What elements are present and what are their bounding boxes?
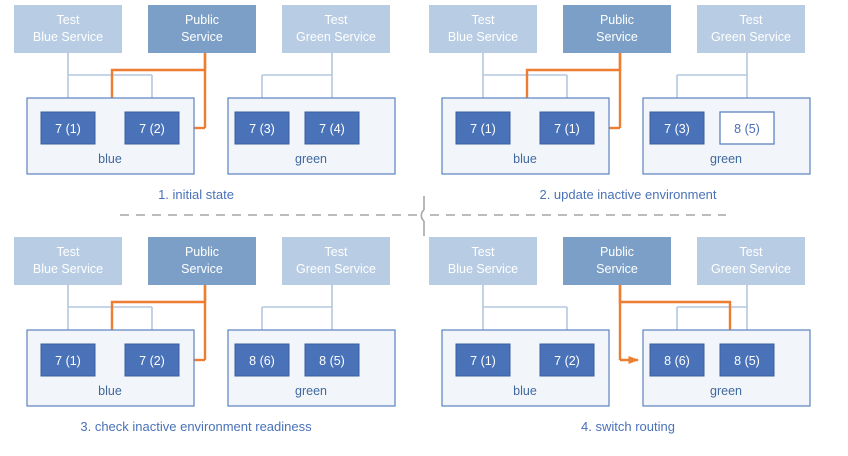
panel-1: Test Blue Service Public Service Test Gr…	[14, 5, 396, 202]
node-label-green-2: 8 (5)	[734, 122, 760, 136]
node-label-green-2: 8 (5)	[734, 354, 760, 368]
panel-1-caption: 1. initial state	[158, 187, 234, 202]
panel-3: Test Blue Service Public Service Test Gr…	[14, 237, 396, 434]
node-label-blue-2: 7 (1)	[554, 122, 580, 136]
service-test-green-line1: Test	[325, 245, 348, 259]
service-box-test-green[interactable]	[282, 5, 390, 53]
node-label-blue-1: 7 (1)	[470, 122, 496, 136]
service-box-public[interactable]	[148, 237, 256, 285]
service-box-public[interactable]	[563, 237, 671, 285]
node-label-green-2: 7 (4)	[319, 122, 345, 136]
connector-testblue-to-node2	[67, 53, 153, 100]
service-box-public[interactable]	[148, 5, 256, 53]
env-label-green: green	[710, 152, 742, 166]
node-box-blue-1[interactable]	[455, 111, 511, 145]
separator-line-hop	[420, 209, 425, 222]
service-public-line2: Service	[181, 30, 223, 44]
env-label-green: green	[710, 384, 742, 398]
node-box-green-1[interactable]	[649, 343, 705, 377]
node-box-blue-1[interactable]	[40, 343, 96, 377]
node-box-blue-1[interactable]	[455, 343, 511, 377]
service-test-green-line2: Green Service	[296, 262, 376, 276]
service-public-line2: Service	[596, 30, 638, 44]
node-label-blue-1: 7 (1)	[470, 354, 496, 368]
env-label-blue: blue	[98, 384, 122, 398]
panel-separators	[120, 196, 726, 236]
node-label-green-1: 8 (6)	[249, 354, 275, 368]
service-test-green-line1: Test	[740, 13, 763, 27]
service-public-line2: Service	[181, 262, 223, 276]
panel-4: Test Blue Service Public Service Test Gr…	[429, 237, 811, 434]
panel-2-test-connectors	[478, 53, 751, 113]
service-test-green-line1: Test	[325, 13, 348, 27]
panel-2: Test Blue Service Public Service Test Gr…	[429, 5, 811, 202]
service-box-test-green[interactable]	[282, 237, 390, 285]
service-test-blue-line1: Test	[472, 245, 495, 259]
node-box-green-2[interactable]	[719, 343, 775, 377]
service-box-test-blue[interactable]	[429, 237, 537, 285]
panel-3-caption: 3. check inactive environment readiness	[80, 419, 312, 434]
service-test-blue-line2: Blue Service	[33, 262, 103, 276]
connector-testblue-to-node2	[482, 53, 568, 100]
node-label-green-2: 8 (5)	[319, 354, 345, 368]
service-test-blue-line1: Test	[57, 13, 80, 27]
service-box-public[interactable]	[563, 5, 671, 53]
node-box-green-2[interactable]	[304, 343, 360, 377]
node-box-blue-2[interactable]	[539, 111, 595, 145]
env-label-blue: blue	[98, 152, 122, 166]
node-box-green-1[interactable]	[234, 111, 290, 145]
node-label-blue-1: 7 (1)	[55, 122, 81, 136]
env-label-green: green	[295, 384, 327, 398]
service-test-blue-line2: Blue Service	[33, 30, 103, 44]
node-label-blue-2: 7 (2)	[139, 122, 165, 136]
connector-testgreen-to-node3	[676, 53, 748, 100]
service-test-blue-line2: Blue Service	[448, 30, 518, 44]
service-box-test-blue[interactable]	[14, 5, 122, 53]
node-label-green-1: 7 (3)	[664, 122, 690, 136]
node-box-blue-2[interactable]	[539, 343, 595, 377]
connector-testblue-to-node2	[482, 285, 568, 332]
service-test-blue-line1: Test	[472, 13, 495, 27]
service-test-green-line2: Green Service	[711, 262, 791, 276]
service-public-line1: Public	[185, 13, 219, 27]
service-box-test-green[interactable]	[697, 237, 805, 285]
node-box-green-1[interactable]	[234, 343, 290, 377]
service-public-line2: Service	[596, 262, 638, 276]
node-label-blue-2: 7 (2)	[139, 354, 165, 368]
service-test-blue-line1: Test	[57, 245, 80, 259]
connector-testgreen-to-node3	[261, 285, 333, 332]
service-public-line1: Public	[600, 245, 634, 259]
node-label-green-1: 7 (3)	[249, 122, 275, 136]
env-label-blue: blue	[513, 384, 537, 398]
node-label-blue-1: 7 (1)	[55, 354, 81, 368]
service-test-green-line2: Green Service	[711, 30, 791, 44]
node-box-blue-1[interactable]	[40, 111, 96, 145]
connector-testblue-to-node2	[67, 285, 153, 332]
panel-2-caption: 2. update inactive environment	[539, 187, 716, 202]
service-box-test-blue[interactable]	[14, 237, 122, 285]
node-box-green-2[interactable]	[719, 111, 775, 145]
connector-testgreen-to-node3	[261, 53, 333, 100]
env-label-blue: blue	[513, 152, 537, 166]
node-box-blue-2[interactable]	[124, 343, 180, 377]
node-label-blue-2: 7 (2)	[554, 354, 580, 368]
service-box-test-green[interactable]	[697, 5, 805, 53]
connector-testgreen-to-node3	[676, 285, 748, 332]
node-label-green-1: 8 (6)	[664, 354, 690, 368]
service-test-blue-line2: Blue Service	[448, 262, 518, 276]
service-test-green-line1: Test	[740, 245, 763, 259]
node-box-green-2[interactable]	[304, 111, 360, 145]
node-box-blue-2[interactable]	[124, 111, 180, 145]
node-box-green-1[interactable]	[649, 111, 705, 145]
env-label-green: green	[295, 152, 327, 166]
service-public-line1: Public	[600, 13, 634, 27]
panel-4-caption: 4. switch routing	[581, 419, 675, 434]
service-box-test-blue[interactable]	[429, 5, 537, 53]
service-test-green-line2: Green Service	[296, 30, 376, 44]
service-public-line1: Public	[185, 245, 219, 259]
